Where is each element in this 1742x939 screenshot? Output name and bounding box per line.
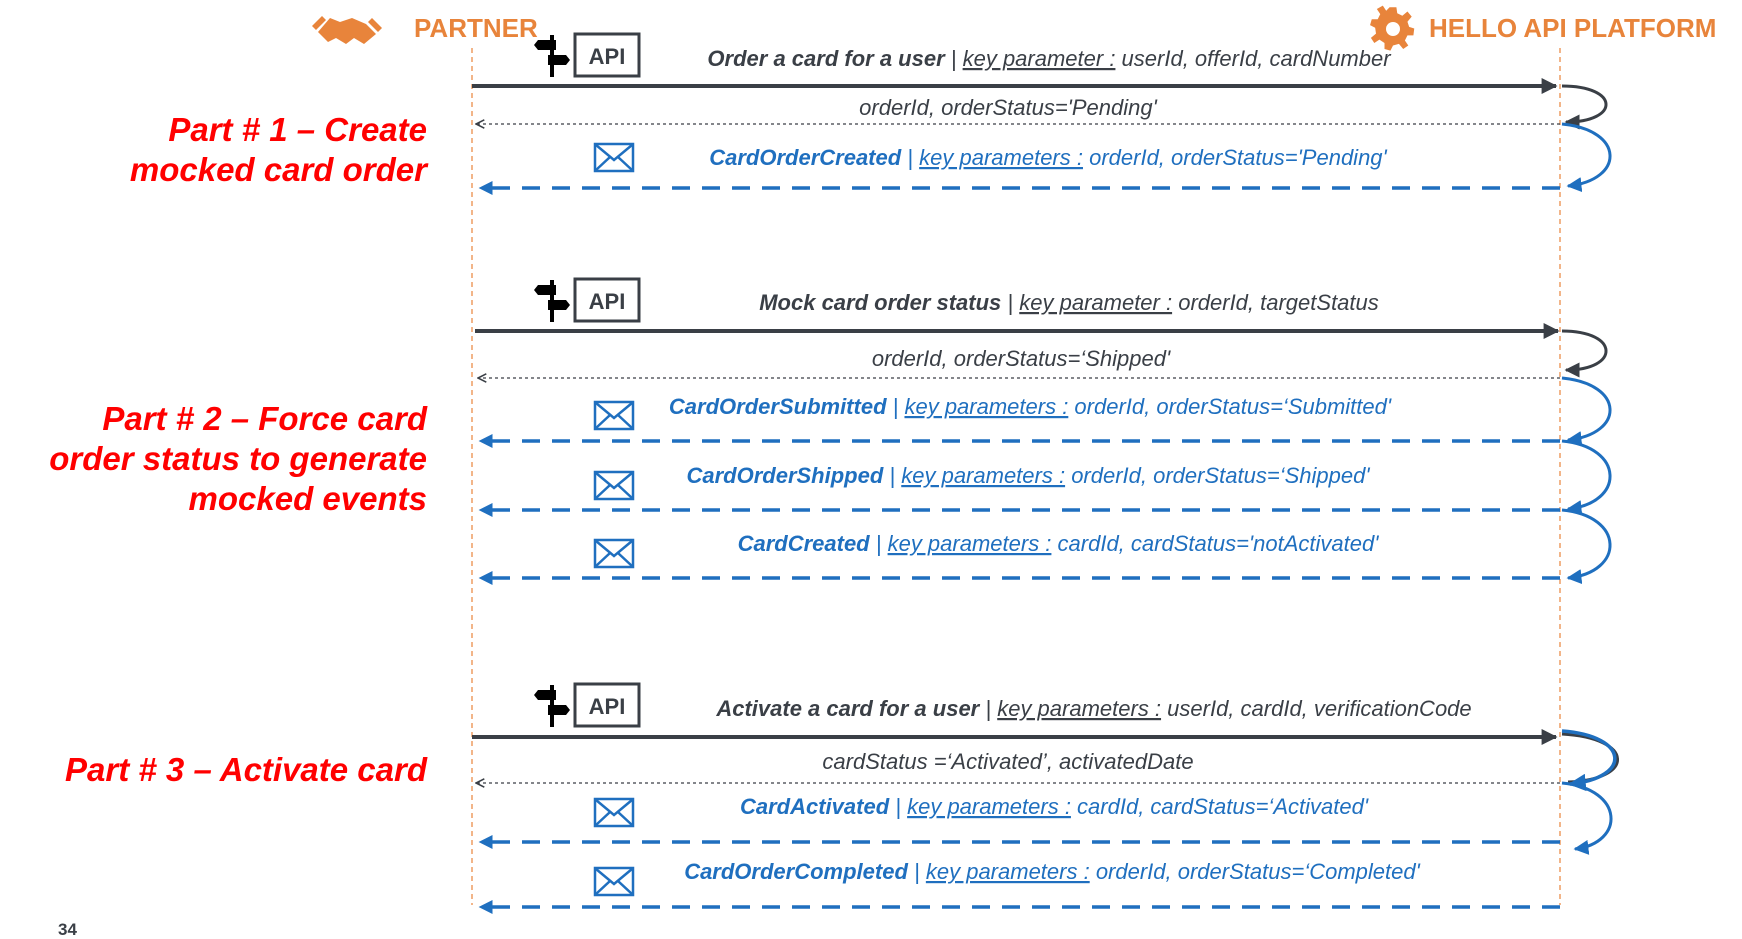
response-2: orderId, orderStatus=‘Shipped'	[872, 346, 1171, 371]
svg-text:order status to generate: order status to generate	[49, 440, 427, 477]
api-badge-1: API	[534, 32, 641, 78]
partner-header: PARTNER	[312, 13, 538, 44]
response-3: cardStatus =‘Activated’, activatedDate	[822, 749, 1193, 774]
platform-header: HELLO API PLATFORM	[1370, 5, 1716, 51]
event-loop-5	[1561, 781, 1613, 855]
svg-text:Part # 2 – Force card: Part # 2 – Force card	[102, 400, 428, 437]
event-card-created: CardCreated | key parameters : cardId, c…	[738, 531, 1380, 556]
api-badge-3: API	[534, 682, 641, 728]
svg-text:mocked events: mocked events	[189, 480, 427, 517]
handshake-icon	[312, 16, 382, 44]
svg-text:Part # 1 – Create: Part # 1 – Create	[168, 111, 427, 148]
msg-order-card: Order a card for a user | key parameter …	[707, 46, 1392, 71]
signpost-icon	[534, 685, 570, 727]
api-badge-2: API	[534, 277, 641, 323]
msg-mock-status: Mock card order status | key parameter :…	[759, 290, 1379, 315]
event-loop-4	[1561, 508, 1612, 585]
svg-text:API: API	[589, 289, 626, 314]
event-card-order-created: CardOrderCreated | key parameters : orde…	[709, 145, 1387, 170]
process-loop-3	[1561, 732, 1619, 784]
event-card-order-submitted: CardOrderSubmitted | key parameters : or…	[669, 394, 1392, 419]
response-1: orderId, orderStatus='Pending'	[859, 95, 1157, 120]
envelope-icon	[593, 797, 635, 828]
envelope-icon	[593, 400, 635, 431]
event-card-activated: CardActivated | key parameters : cardId,…	[740, 794, 1369, 819]
partner-label: PARTNER	[414, 13, 538, 43]
page-number: 34	[58, 920, 77, 939]
process-loop-3-blue	[1561, 729, 1617, 792]
part-3-label: Part # 3 – Activate card	[65, 751, 428, 788]
svg-text:API: API	[589, 694, 626, 719]
signpost-icon	[534, 35, 570, 77]
event-loop-2	[1561, 376, 1612, 447]
msg-activate-card: Activate a card for a user | key paramet…	[715, 696, 1471, 721]
part-2-label: Part # 2 – Force card order status to ge…	[49, 400, 428, 517]
envelope-icon	[593, 142, 635, 173]
event-loop-3	[1561, 439, 1612, 516]
gear-icon	[1370, 5, 1415, 51]
envelope-icon	[593, 866, 635, 897]
part-1-label: Part # 1 – Create mocked card order	[130, 111, 429, 188]
process-loop-1	[1561, 84, 1608, 130]
signpost-icon	[534, 280, 570, 322]
event-loop-1	[1561, 122, 1612, 193]
event-card-order-shipped: CardOrderShipped | key parameters : orde…	[686, 463, 1370, 488]
event-card-order-completed: CardOrderCompleted | key parameters : or…	[684, 859, 1420, 884]
svg-text:Part # 3 – Activate card: Part # 3 – Activate card	[65, 751, 428, 788]
svg-text:API: API	[589, 44, 626, 69]
process-loop-2	[1561, 329, 1608, 378]
envelope-icon	[593, 538, 635, 569]
envelope-icon	[593, 470, 635, 501]
platform-label: HELLO API PLATFORM	[1429, 13, 1716, 43]
svg-text:mocked card order: mocked card order	[130, 151, 429, 188]
